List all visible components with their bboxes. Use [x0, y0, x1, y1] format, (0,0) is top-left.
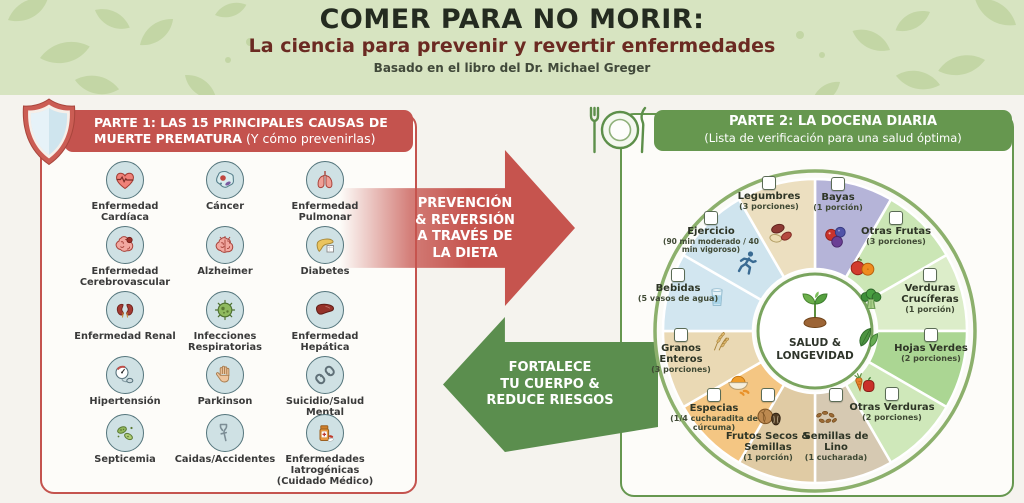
checkbox-bayas[interactable] — [831, 177, 845, 191]
wheel-segment-otras-frutas[interactable] — [844, 198, 948, 302]
cause-alzheimer: Alzheimer — [168, 226, 282, 278]
cause-cancer: Cáncer — [168, 161, 282, 213]
shield-icon — [22, 98, 76, 166]
checkbox-otras-verduras[interactable] — [885, 387, 899, 401]
checkbox-semillas-de-lino[interactable] — [829, 388, 843, 402]
part2-title-line1: PARTE 2: LA DOCENA DIARIA — [728, 114, 938, 129]
leaf-decoration — [4, 0, 1022, 95]
runner-icon — [737, 251, 757, 275]
checkbox-verduras-cruciferas[interactable] — [923, 268, 937, 282]
crutch-icon — [206, 414, 244, 452]
cause-respiratory-infections: Infecciones Respiratorias — [168, 291, 282, 354]
segment-label-ejercicio: Ejercicio (90 min moderado / 40 min vigo… — [663, 211, 759, 254]
checkbox-legumbres[interactable] — [762, 176, 776, 190]
header-band — [0, 0, 1024, 95]
checkbox-otras-frutas[interactable] — [889, 211, 903, 225]
carrot-pepper-icon — [854, 373, 875, 392]
pancreas-icon — [306, 226, 344, 264]
wheel-center-label: SALUD &LONGEVIDAD — [776, 337, 854, 362]
cause-sepsis: Septicemia — [68, 414, 182, 466]
wheat-icon — [713, 331, 730, 351]
cancer-cell-icon — [206, 161, 244, 199]
checkbox-granos-enteros[interactable] — [674, 328, 688, 342]
segment-label-granos-enteros: Granos Enteros (3 porciones) — [639, 328, 723, 374]
segment-label-legumbres: Legumbres (3 porciones) — [726, 176, 812, 212]
cause-hypertension: Hipertensión — [68, 356, 182, 408]
beans-icon — [769, 223, 792, 243]
part1-title-line1: PARTE 1: LAS 15 PRINCIPALES CAUSAS DE — [94, 115, 388, 130]
flaxseed-icon — [816, 410, 837, 423]
page-title: COMER PARA NO MORIR: — [319, 4, 705, 35]
plate-cutlery-icon — [589, 106, 647, 154]
checkbox-ejercicio[interactable] — [704, 211, 718, 225]
liver-icon — [306, 291, 344, 329]
brain-icon — [206, 226, 244, 264]
segment-label-otras-frutas: Otras Frutas (3 porciones) — [853, 211, 939, 247]
cause-liver-disease: Enfermedad Hepática — [268, 291, 382, 354]
cause-suicide-mental-health: Suicidio/Salud Mental — [268, 356, 382, 419]
part2-title-line2: (Lista de verificación para una salud óp… — [704, 130, 962, 145]
berries-icon — [825, 226, 846, 248]
cause-kidney-disease: Enfermedad Renal — [68, 291, 182, 343]
leafy-greens-icon — [859, 327, 878, 348]
page-subtitle: La ciencia para prevenir y revertir enfe… — [248, 35, 776, 58]
wheel-segment-bayas[interactable] — [813, 177, 893, 279]
wheel-segment-especias[interactable] — [682, 360, 786, 464]
water-glass-icon — [711, 288, 723, 306]
broccoli-icon — [860, 288, 882, 309]
segment-label-bebidas: Bebidas (5 vasos de agua) — [636, 268, 720, 304]
daily-dozen-wheel — [653, 169, 977, 493]
bacteria-icon — [106, 414, 144, 452]
fruits-icon — [850, 257, 875, 276]
cause-iatrogenic: Enfermedades Iatrogénicas (Cuidado Médic… — [268, 414, 382, 488]
virus-icon — [206, 291, 244, 329]
segment-label-semillas-de-lino: Semillas de Lino (1 cucharada) — [794, 388, 878, 462]
cause-lung-disease: Enfermedad Pulmonar — [268, 161, 382, 224]
part2-header: PARTE 2: LA DOCENA DIARIA (Lista de veri… — [654, 110, 1012, 151]
cause-diabetes: Diabetes — [268, 226, 382, 278]
blood-pressure-icon — [106, 356, 144, 394]
spice-bowl-icon — [728, 375, 750, 396]
segment-label-bayas: Bayas (1 porción) — [796, 177, 880, 213]
nuts-icon — [757, 408, 781, 426]
wheel-segment-hojas-verdes[interactable] — [867, 329, 969, 409]
checkbox-bebidas[interactable] — [671, 268, 685, 282]
pill-bottle-icon — [306, 414, 344, 452]
segment-label-especias: Especias (1/4 cucharadita de cúrcuma) — [668, 388, 760, 432]
segment-label-verduras-cruciferas: Verduras Crucíferas (1 porción) — [887, 268, 973, 314]
heart-ekg-icon — [106, 161, 144, 199]
part1-title-line2: MUERTE PREMATURA (Y cómo prevenirlas) — [94, 131, 376, 147]
cause-heart-disease: Enfermedad Cardíaca — [68, 161, 182, 224]
cause-falls-accidents: Caidas/Accidentes — [168, 414, 282, 466]
wheel-segment-granos-enteros[interactable] — [661, 329, 763, 409]
segment-label-frutos-secos: Frutos Secos & Semillas (1 porción) — [725, 388, 811, 462]
part1-header: PARTE 1: LAS 15 PRINCIPALES CAUSAS DE MU… — [64, 110, 413, 152]
lungs-icon — [306, 161, 344, 199]
cause-cerebrovascular: Enfermedad Cerebrovascular — [68, 226, 182, 289]
broken-chain-icon — [306, 356, 344, 394]
sprout-icon — [802, 291, 828, 328]
hand-icon — [206, 356, 244, 394]
cause-parkinson: Parkinson — [168, 356, 282, 408]
wheel-segment-frutos-secos[interactable] — [737, 383, 817, 485]
checkbox-especias[interactable] — [707, 388, 721, 402]
segment-label-otras-verduras: Otras Verduras (2 porciones) — [847, 387, 937, 423]
checkbox-hojas-verdes[interactable] — [924, 328, 938, 342]
segment-label-hojas-verdes: Hojas Verdes (2 porciones) — [888, 328, 974, 364]
checkbox-frutos-secos[interactable] — [761, 388, 775, 402]
kidneys-icon — [106, 291, 144, 329]
page-byline: Basado en el libro del Dr. Michael Grege… — [373, 61, 651, 76]
brain-clot-icon — [106, 226, 144, 264]
wheel-segment-verduras-cruciferas[interactable] — [867, 253, 969, 333]
